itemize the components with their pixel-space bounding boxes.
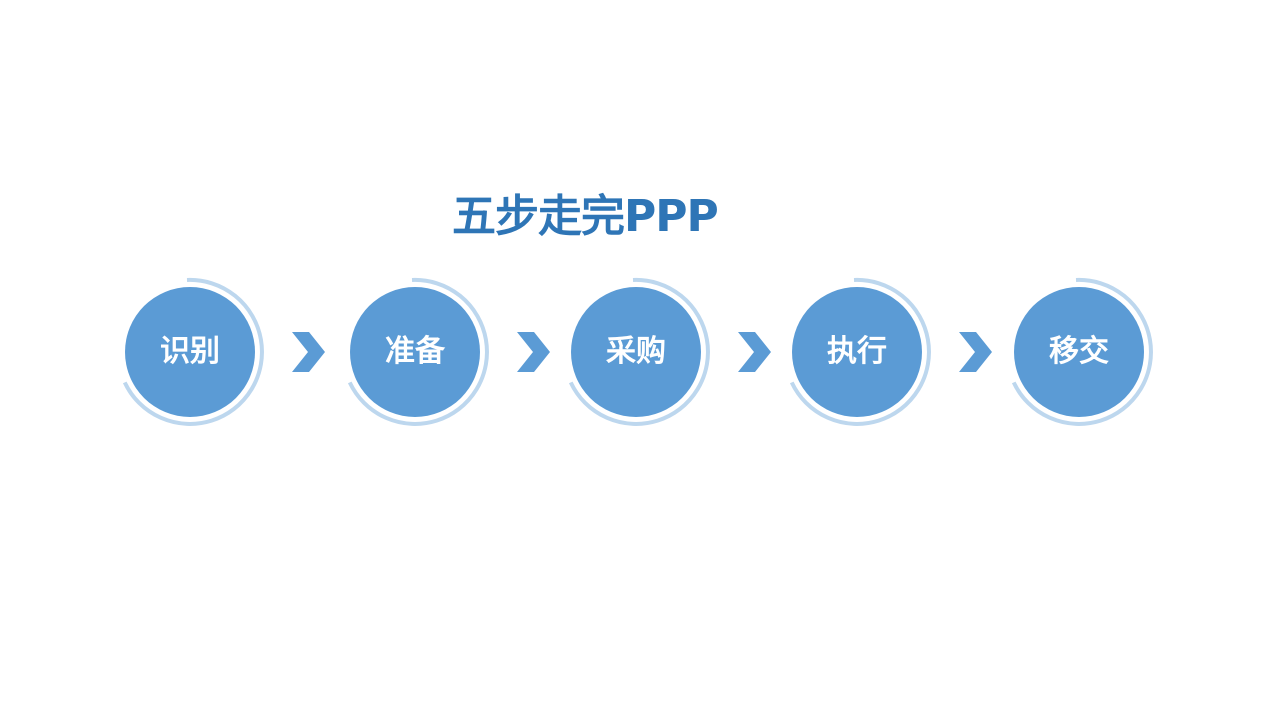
chevron-right-icon — [292, 332, 325, 372]
step-arc — [1011, 277, 1153, 426]
step-circle — [1014, 287, 1144, 417]
step-label: 识别 — [160, 334, 220, 369]
step-arc — [122, 277, 264, 426]
step-label: 准备 — [385, 334, 445, 369]
chevron-right-icon — [738, 332, 771, 372]
step-arc — [789, 277, 931, 426]
step-circle — [571, 287, 701, 417]
step-circle — [350, 287, 480, 417]
step-circle — [125, 287, 255, 417]
step-label: 采购 — [606, 334, 666, 369]
step-label: 移交 — [1049, 334, 1109, 369]
step-label: 执行 — [827, 334, 887, 369]
chevron-right-icon — [959, 332, 992, 372]
page-title: 五步走完PPP — [452, 191, 719, 242]
step-circle — [792, 287, 922, 417]
step-arc — [347, 277, 489, 426]
step-arc — [568, 277, 710, 426]
chevron-right-icon — [517, 332, 550, 372]
